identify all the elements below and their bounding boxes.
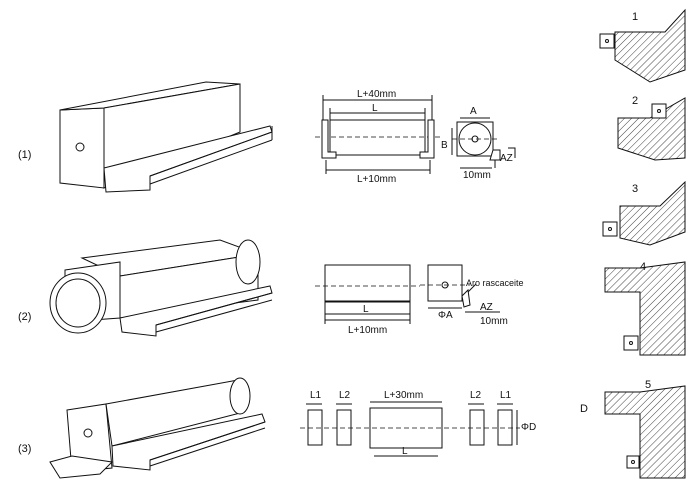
row-label-1: (1) (18, 149, 31, 161)
mount-number-1: 1 (632, 11, 638, 23)
dim-r3-L30: L+30mm (384, 390, 423, 401)
row2-side-view: ΦA Aro rascaceite AZ 10mm (420, 264, 524, 327)
dim-r3-L2b: L2 (470, 390, 482, 401)
row2-isometric-housing (49, 239, 273, 337)
mount-detail-2: 2 (617, 95, 686, 161)
row1-isometric-housing (59, 81, 273, 193)
side-label-D: D (580, 403, 588, 415)
mount-detail-3: 3 (602, 180, 686, 246)
dim-r1-L40: L+40mm (357, 89, 396, 100)
dim-r1-L10: L+10mm (357, 174, 396, 185)
dim-r1-10mm: 10mm (463, 170, 491, 181)
dim-r2-phiA: ΦA (438, 310, 453, 321)
dim-r3-phiD: ΦD (521, 422, 536, 433)
row1-front-view: L+40mm L L+10mm (315, 89, 440, 185)
dim-r1-AZ: AZ (500, 153, 513, 164)
dim-r1-L: L (372, 103, 378, 114)
mount-detail-1: 1 (599, 8, 686, 83)
dim-r3-L2a: L2 (339, 390, 351, 401)
dim-r2-L: L (363, 304, 369, 315)
mount-number-2: 2 (632, 95, 638, 107)
mount-number-5: 5 (645, 379, 651, 391)
mount-number-3: 3 (632, 183, 638, 195)
dim-r1-B: B (441, 140, 448, 151)
row2-front-view: L L+10mm (315, 264, 420, 336)
mount-number-4: 4 (640, 261, 646, 273)
mount-detail-4 (604, 261, 686, 356)
mount-detail-5: 5 (604, 379, 686, 479)
dim-r3-L1a: L1 (310, 390, 322, 401)
dim-r2-L10: L+10mm (348, 325, 387, 336)
dim-r3-L: L (402, 446, 408, 457)
row-label-3: (3) (18, 443, 31, 455)
row3-isometric-roller (49, 377, 266, 479)
row-label-2: (2) (18, 311, 31, 323)
dim-r1-A: A (470, 106, 477, 117)
dim-r2-AZ: AZ (480, 302, 493, 313)
dim-r3-L1b: L1 (500, 390, 512, 401)
row3-front-view: L1 L2 L+30mm L L2 L1 ΦD (300, 390, 536, 457)
dim-r2-aro: Aro rascaceite (466, 278, 524, 288)
row1-side-view: A B AZ 10mm (441, 106, 516, 181)
dim-r2-10mm: 10mm (480, 316, 508, 327)
